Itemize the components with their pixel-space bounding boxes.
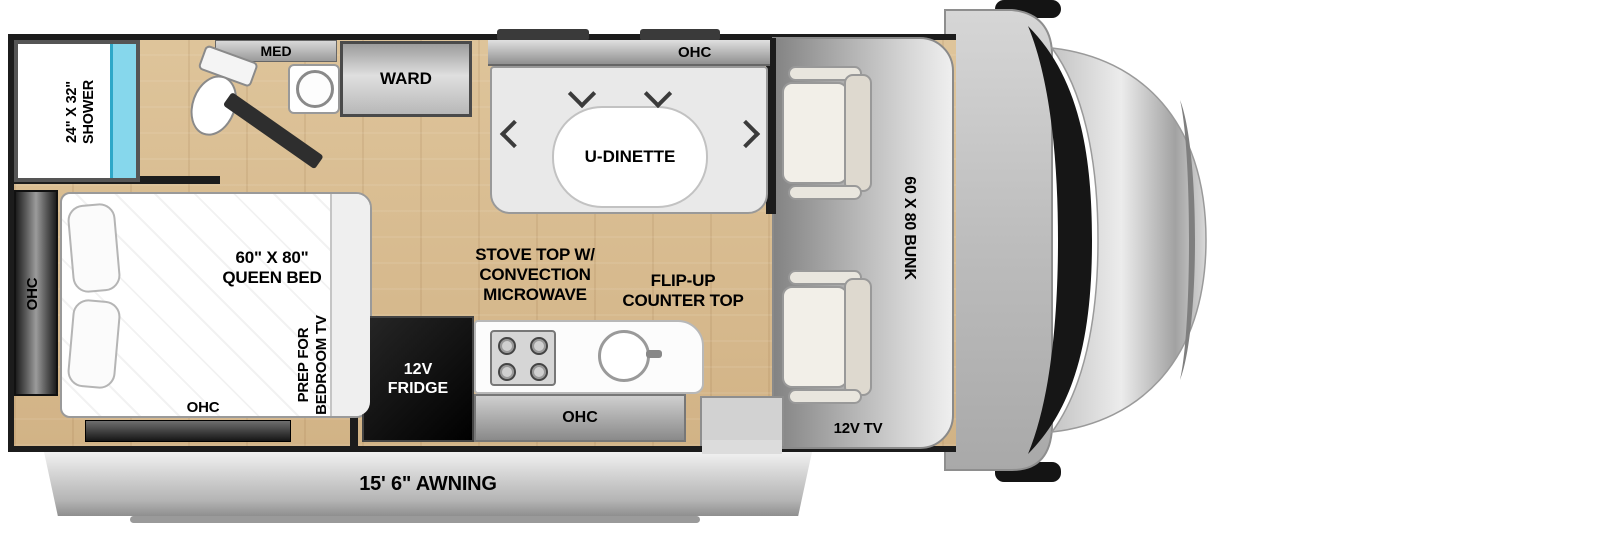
bed-blanket [330,194,370,416]
kitchen-sink-icon [598,330,650,382]
queen-bed-label: 60" X 80" QUEEN BED [222,248,322,288]
seat-armrest [788,66,862,81]
tv-label: 12V TV [833,420,883,437]
seat-backrest [844,278,872,396]
burner-icon [530,337,548,355]
window-icon [640,29,720,41]
u-dinette-label: U-DINETTE [584,147,676,166]
wardrobe: WARD [340,41,472,117]
seat-armrest [788,270,862,285]
awning-label: 15' 6" AWNING [359,472,497,495]
dinette-ohc-label: OHC [678,44,712,61]
flip-up-counter-label: FLIP-UP COUNTER TOP [622,271,744,311]
cab-seat-driver [782,270,876,404]
med-cabinet: MED [215,40,337,62]
shower-stall [14,40,140,182]
dinette-ohc: OHC [488,40,770,66]
dinette-cab-wall [766,38,776,214]
cab-shell [944,9,1053,471]
stove-top [490,330,556,386]
bedroom-ohc-left [14,190,58,396]
kitchen-ohc-label: OHC [562,409,598,426]
hood [1050,47,1207,433]
burner-icon [498,363,516,381]
bumper-accent [1180,100,1195,380]
prep-tv-label: PREP FOR BEDROOM TV [295,315,330,415]
faucet-icon [646,350,662,358]
shower-label: 24" X 32" SHOWER [64,79,98,145]
pillow [66,202,122,294]
med-label: MED [260,43,292,59]
stove-microwave-label: STOVE TOP W/ CONVECTION MICROWAVE [475,245,595,305]
bath-sink-icon [296,70,334,108]
pillow [66,298,122,390]
dinette-table: U-DINETTE [552,106,708,208]
burner-icon [530,363,548,381]
seat-armrest [788,185,862,200]
bunk-label: 60 X 80 BUNK [901,176,918,280]
cab-seat-passenger [782,66,876,200]
shower-pan [110,44,136,178]
kitchen-ohc: OHC [474,394,686,442]
seat-backrest [844,74,872,192]
entry-door [700,396,784,446]
seat-armrest [788,389,862,404]
seat-cushion [782,286,848,388]
windshield [1028,26,1092,454]
awning: 15' 6" AWNING [44,452,812,516]
bedroom-ohc-bottom [85,420,291,442]
awning-rail [130,516,700,523]
fridge: 12V FRIDGE [362,316,474,442]
ward-label: WARD [380,69,432,88]
cab-front-graphic [944,0,1207,482]
burner-icon [498,337,516,355]
fridge-label: 12V FRIDGE [387,360,449,397]
entry-door-gap [702,440,782,454]
bedroom-ohc-bottom-label: OHC [186,399,220,416]
seat-cushion [782,82,848,184]
bedroom-ohc-left-label: OHC [24,277,41,311]
window-icon [497,29,589,41]
